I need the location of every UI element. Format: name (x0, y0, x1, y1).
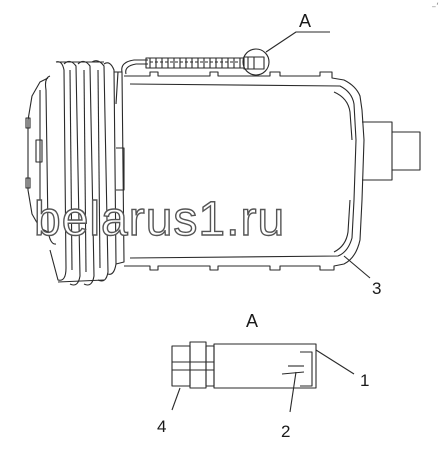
part-label-4: 4 (157, 417, 167, 436)
detail-circle-a (242, 31, 330, 76)
part-label-2: 2 (281, 422, 291, 441)
rear-port (362, 121, 421, 181)
corner-mark: –‘ (431, 2, 439, 12)
detail-view-a (171, 341, 355, 413)
watermark-text: belarus1.ru (33, 193, 286, 246)
part-label-1: 1 (360, 371, 370, 390)
view-a-top-label: A (299, 11, 312, 31)
pulley-left-hub (25, 77, 49, 233)
compressor-body (124, 71, 365, 271)
part-label-3: 3 (372, 279, 382, 298)
leader-3 (343, 255, 371, 279)
pulley-grooves (44, 60, 117, 286)
view-a-detail-label: A (246, 311, 259, 331)
wiring-cable (115, 56, 265, 105)
